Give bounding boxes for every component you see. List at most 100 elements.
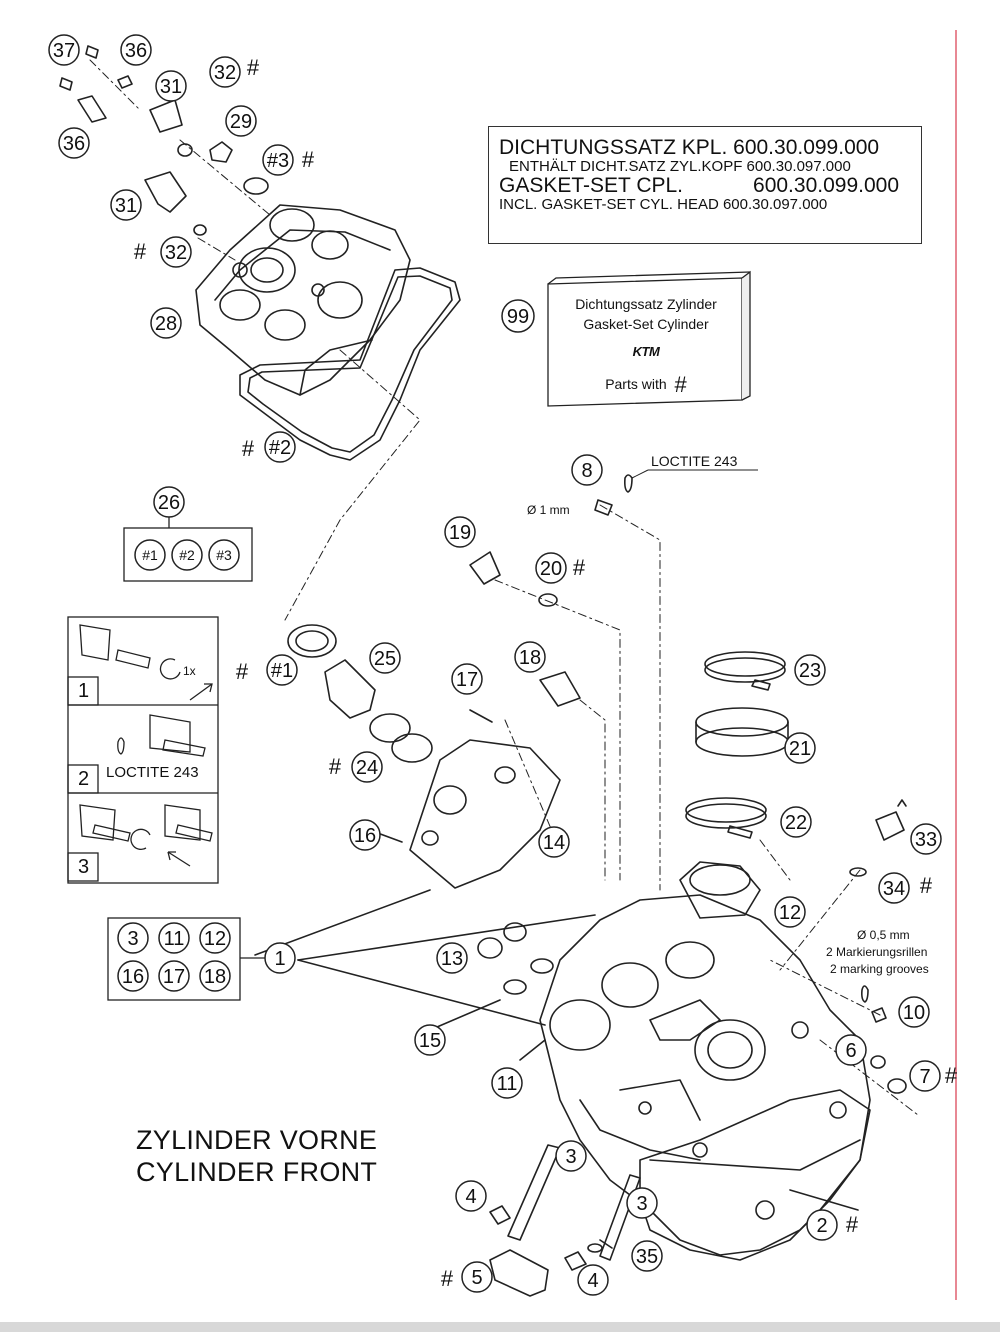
callout-circle [784,732,816,764]
callout-circle [155,70,187,102]
callout-circle [774,896,806,928]
callout-number: 31 [115,195,137,217]
callout-h2: #2# [242,431,296,463]
callout-circle [209,56,241,88]
callout-32: 32 # [134,236,192,268]
callout-circle [110,189,142,221]
callout-number: 37 [53,40,75,62]
kit-99-parts-with: Parts with # [552,372,740,398]
callout-circle [414,1024,446,1056]
callout-circle [58,127,90,159]
callout-31: 31 [110,189,142,221]
callout-number: 13 [441,948,463,970]
callout-circle [909,1060,941,1092]
callout-hash: # [441,1266,454,1291]
step-1-number: 1 [78,680,90,702]
callout-circle [571,454,603,486]
callout-number: 15 [419,1030,441,1052]
callout-hash: # [134,239,147,264]
callout-circle [436,942,468,974]
callout-number: 35 [636,1246,658,1268]
kit-26-number: 26 [158,492,180,514]
callout-circle [266,654,298,686]
callout-circle [577,1264,609,1296]
callout-circle [444,516,476,548]
callout-hash: # [247,55,260,80]
callout-number: 3 [565,1146,576,1168]
step-2-number: 2 [78,768,90,790]
callout-36: 36 [58,127,90,159]
callout-circle [631,1240,663,1272]
kit-26-item: #3 [216,547,232,563]
kit-26-number-circle [153,486,185,518]
kit-99-line-1: Dichtungssatz Zylinder [575,296,717,312]
callout-circle [910,823,942,855]
title-line-1: ZYLINDER VORNE [136,1125,378,1155]
callout-number: 36 [63,133,85,155]
callout-number: #3 [267,150,289,172]
callout-hash: # [302,147,315,172]
callout-12: 12 [774,896,806,928]
valve-cover [195,204,411,396]
gasket-line-3: GASKET-SET CPL. 600.30.099.000 [499,173,899,197]
kit-26-item: #1 [142,547,158,563]
callout-number: 19 [449,522,471,544]
kit-26-item: #2 [179,547,195,563]
kit-99-number-circle [501,299,535,333]
callout-circle [451,663,483,695]
callout-circle [535,552,567,584]
callout-number: 4 [587,1270,598,1292]
intake-clamps [685,651,789,839]
callout-number: 34 [883,878,905,900]
callout-8: 8 [571,454,603,486]
callout-number: 28 [155,313,177,335]
callout-number: 24 [356,757,378,779]
callout-circle [369,642,401,674]
callout-hash: # [945,1063,958,1088]
callout-circle [878,872,910,904]
callout-number: 32 [214,62,236,84]
callout-number: 12 [779,902,801,924]
callout-number: 36 [125,40,147,62]
callout-number: 7 [919,1066,930,1088]
callout-number: 32 [165,242,187,264]
gasket-set-box: DICHTUNGSSATZ KPL. 600.30.099.000 ENTHÄL… [488,126,922,244]
callout-19: 19 [444,516,476,548]
kit-1-item-circle [199,960,231,992]
marking-label: 2 marking grooves [830,962,929,976]
callout-21: 21 [784,732,816,764]
callout-7: 7# [909,1060,958,1092]
callout-23: 23 [794,654,826,686]
callout-h3: #3 # [262,144,315,176]
callout-16: 16 [349,819,381,851]
callout-number: 18 [519,647,541,669]
callout-29: 29 [225,105,257,137]
callout-32: 32 # [209,55,260,88]
callout-31: 31 [155,70,187,102]
parts-with-label: Parts with [605,376,667,392]
callout-circle [555,1140,587,1172]
callout-25: 25 [369,642,401,674]
callout-3: 3 [626,1187,658,1219]
callout-6: 6 [835,1034,867,1066]
callout-circle [491,1067,523,1099]
gasket-line-1: DICHTUNGSSATZ KPL. 600.30.099.000 [499,136,880,159]
gasket-line-2: ENTHÄLT DICHT.SATZ ZYL.KOPF 600.30.097.0… [509,158,851,176]
callout-2: 2# [806,1209,859,1241]
callout-circle [120,34,152,66]
callout-33: 33 [910,823,942,855]
kit-99-number: 99 [507,306,529,328]
callout-number: #2 [269,437,291,459]
callout-13: 13 [436,942,468,974]
callout-number: 25 [374,648,396,670]
kit-1-item-circle [199,922,231,954]
callout-17: 17 [451,663,483,695]
diagram-title: ZYLINDER VORNE CYLINDER FRONT [136,1124,377,1189]
callout-circle [898,996,930,1028]
callout-number: 11 [497,1073,518,1095]
kit-26-item-circle [134,539,166,571]
callout-circle [225,105,257,137]
callout-circle [461,1261,493,1293]
